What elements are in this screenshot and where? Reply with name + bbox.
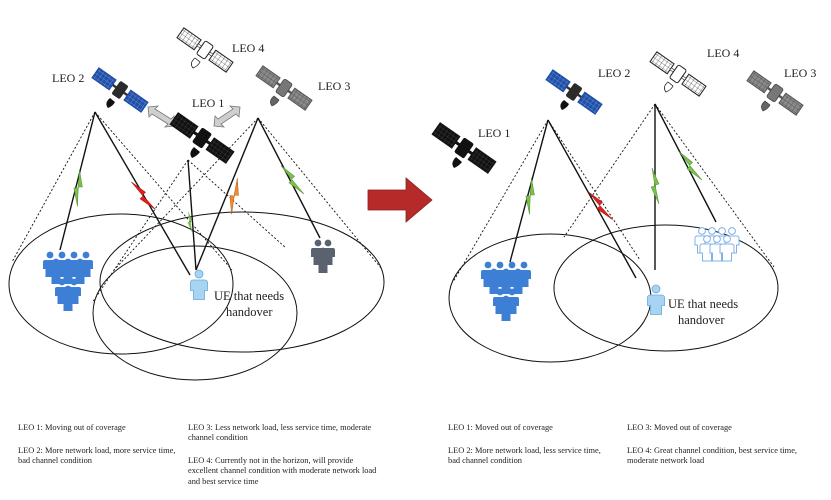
transition-arrow — [367, 177, 433, 223]
left-leo4-label: LEO 4 — [232, 41, 264, 55]
caption-right-leo4: LEO 4: Great channel condition, best ser… — [627, 446, 798, 466]
left-leo3-satellite-icon — [254, 63, 314, 113]
left-leo3-label: LEO 3 — [318, 79, 350, 93]
left-coverage-ue — [92, 245, 298, 381]
left-ue-label-line1: UE that needs — [214, 289, 284, 303]
right-link-green-bolt-leo4b — [677, 147, 703, 185]
left-ue-label-line2: handover — [226, 305, 273, 319]
caption-left-leo3: LEO 3: Less network load, less service t… — [188, 423, 372, 443]
right-leo1-label: LEO 1 — [478, 126, 510, 140]
right-beam-lines — [452, 103, 775, 283]
right-ue-label-line2: handover — [678, 313, 725, 327]
caption-right-leo3: LEO 3: Moved out of coverage — [627, 423, 732, 432]
left-leo1-label: LEO 1 — [192, 96, 224, 110]
left-scenario: LEO 2 LEO 4 LEO 3 LEO 1 UE that needs ha… — [8, 25, 385, 381]
caption-right-leo1: LEO 1: Moved out of coverage — [448, 423, 553, 432]
right-links — [509, 103, 717, 279]
right-leo4-satellite-icon — [648, 49, 708, 99]
left-user-group-leo3 — [311, 239, 335, 273]
caption-left-leo1: LEO 1: Moving out of coverage — [18, 423, 126, 432]
left-coverage-leo3 — [99, 211, 385, 353]
left-beam-lines — [11, 111, 382, 304]
left-coverage-leo2 — [8, 213, 234, 355]
right-scenario: LEO 1 LEO 2 LEO 4 LEO 3 UE that needs — [430, 46, 816, 363]
left-leo2-label: LEO 2 — [52, 71, 84, 85]
left-user-group-leo2 — [43, 251, 93, 311]
right-leo2-label: LEO 2 — [598, 66, 630, 80]
caption-left-leo2: LEO 2: More network load, more service t… — [18, 446, 176, 466]
right-ue-label-line1: UE that needs — [668, 297, 738, 311]
right-link-red-bolt — [587, 187, 613, 225]
right-coverage-leo4 — [553, 224, 779, 352]
right-leo2-satellite-icon — [544, 67, 604, 117]
left-ue-icon — [190, 269, 208, 300]
left-leo4-satellite-icon — [175, 25, 235, 75]
left-link-green-bolt-leo3 — [279, 161, 305, 199]
right-coverage-leo2 — [448, 233, 652, 363]
caption-left-leo4: LEO 4: Currently not in the horizon, wil… — [188, 456, 377, 486]
caption-right-leo2: LEO 2: More network load, less service t… — [448, 446, 601, 466]
left-leo2-satellite-icon — [90, 65, 150, 115]
right-leo3-label: LEO 3 — [784, 66, 816, 80]
right-user-group-leo2 — [481, 261, 531, 321]
left-link-orange-bolt — [223, 177, 245, 215]
right-user-group-leo4 — [694, 227, 740, 262]
right-leo4-label: LEO 4 — [707, 46, 739, 60]
left-handover-arrows — [147, 105, 241, 128]
